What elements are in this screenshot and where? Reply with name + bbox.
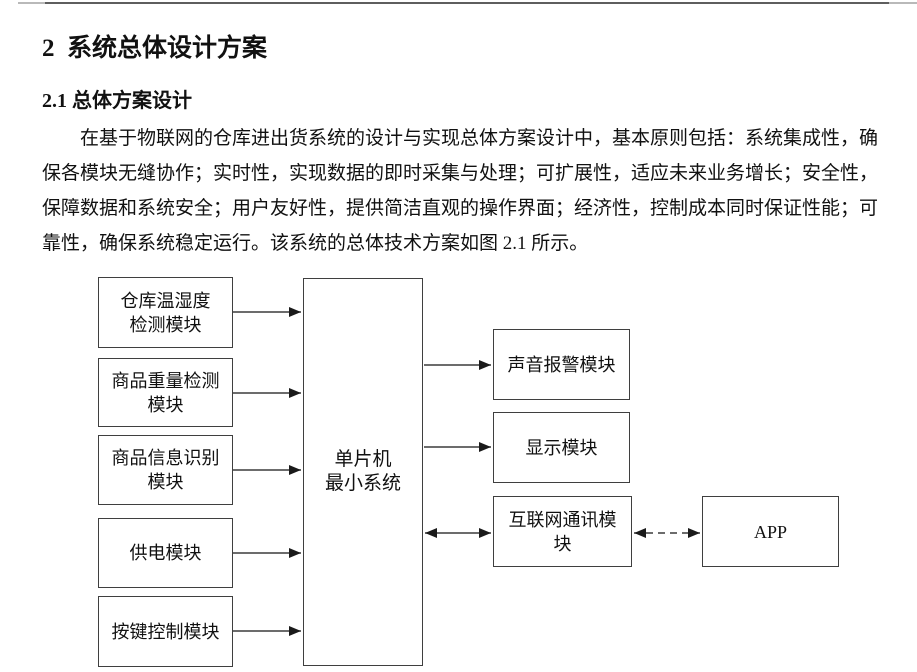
page-edge-rule-left xyxy=(18,2,45,4)
module-box-display: 显示模块 xyxy=(493,412,630,483)
module-box-mcu-minimal-system: 单片机 最小系统 xyxy=(303,278,423,666)
module-box-app: APP xyxy=(702,496,839,567)
body-paragraph: 在基于物联网的仓库进出货系统的设计与实现总体方案设计中，基本原则包括：系统集成性… xyxy=(42,128,879,254)
module-box-goods-info-id: 商品信息识别 模块 xyxy=(98,435,233,505)
module-box-goods-weight: 商品重量检测 模块 xyxy=(98,358,233,427)
section-heading: 2 系统总体设计方案 xyxy=(42,35,268,62)
page-edge-rule-center xyxy=(45,2,889,4)
module-box-key-control: 按键控制模块 xyxy=(98,596,233,667)
module-box-sound-alarm: 声音报警模块 xyxy=(493,329,630,400)
module-box-internet-comm: 互联网通讯模 块 xyxy=(493,496,632,567)
subsection-heading: 2.1 总体方案设计 xyxy=(42,90,192,112)
module-box-warehouse-temp-humidity: 仓库温湿度 检测模块 xyxy=(98,277,233,348)
page-edge-rule-right xyxy=(889,2,917,4)
module-box-power-supply: 供电模块 xyxy=(98,518,233,588)
